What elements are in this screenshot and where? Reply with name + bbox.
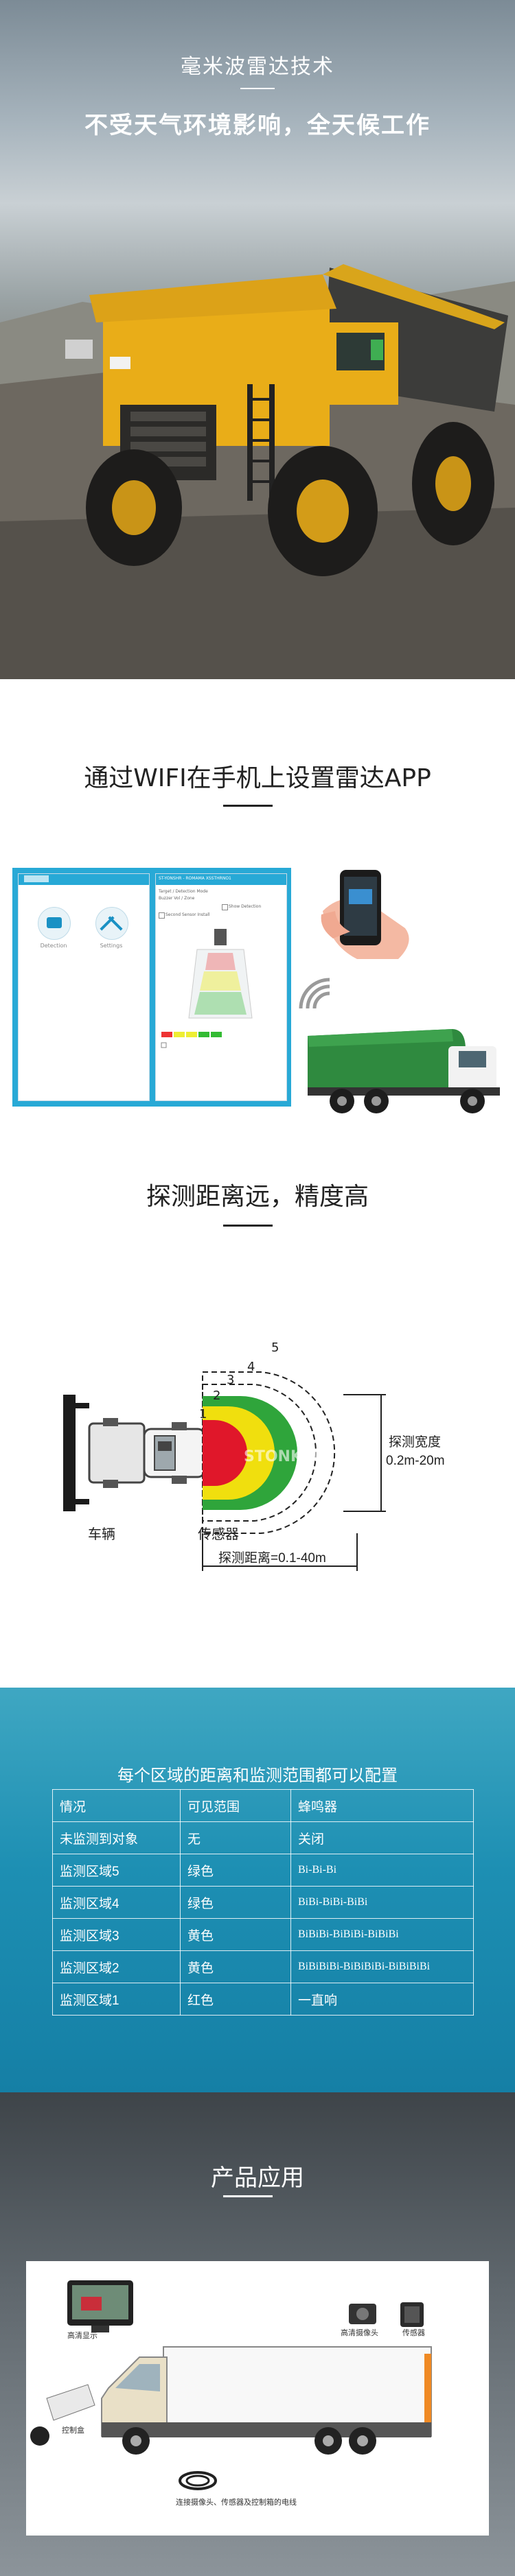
header-situation: 情况	[52, 1789, 181, 1822]
config-row-1: Target / Detection Mode	[159, 889, 208, 894]
config-header: ST-YONSHR - ROMAMA XSSTHRNO1	[159, 876, 231, 881]
product-title-rule	[223, 2195, 273, 2197]
zone-4-outline	[202, 1384, 317, 1522]
table-row: 未监测到对象 无 关闭	[52, 1821, 474, 1854]
settings-label: Settings	[100, 943, 123, 949]
zone-red	[203, 1420, 247, 1486]
hero-section: 毫米波雷达技术 不受天气环境影响，全天候工作	[0, 0, 515, 679]
cable-icon	[179, 2471, 217, 2490]
width-label: 探测宽度	[389, 1434, 441, 1450]
vehicle-body	[88, 1422, 146, 1484]
range-section: 探测距离远，精度高 STONKAM 1 2 3 4 5 探测宽度 0.2m-20…	[0, 1153, 515, 1688]
sensor-device-label: 传感器	[402, 2328, 425, 2337]
width-value: 0.2m-20m	[386, 1454, 445, 1468]
app-heading-rule	[223, 805, 273, 807]
distance-label: 探测距离=0.1-40m	[218, 1550, 326, 1565]
table-row: 监测区域3 黄色 BiBiBi-BiBiBi-BiBiBi	[52, 1918, 474, 1951]
zone-number-5: 5	[271, 1340, 279, 1355]
second-sensor-label: Second Sensor Install	[165, 912, 210, 917]
product-diagram-card: 高清显示 高清摄像头 传感器 控制盒 连接摄像头、传感器及控制箱的电线	[26, 2261, 489, 2536]
controller-label: 控制盒	[62, 2425, 84, 2435]
zone-number-1: 1	[199, 1407, 207, 1421]
range-heading: 探测距离远，精度高	[146, 1183, 369, 1211]
sensor-label: 传感器	[198, 1526, 239, 1542]
zone-number-3: 3	[227, 1373, 234, 1387]
monitor-label: 高清显示	[67, 2330, 98, 2340]
detection-icon[interactable]	[38, 907, 71, 940]
zone-number-4: 4	[247, 1360, 255, 1374]
garbage-truck-illustration	[308, 1029, 500, 1113]
app-section: 通过WIFI在手机上设置雷达APP Detection Settings ST-…	[0, 679, 515, 1153]
hero-subtitle: 不受天气环境影响，全天候工作	[84, 112, 431, 139]
watermark: STONKAM	[244, 1448, 329, 1465]
app-screens-frame: Detection Settings ST-YONSHR - ROMAMA XS…	[12, 868, 291, 1107]
config-row-2: Buzzer Vol / Zone	[159, 896, 195, 901]
vehicle-label: 车辆	[88, 1526, 115, 1542]
product-application-section: 产品应用	[0, 2092, 515, 2576]
row-buzzer: BiBiBi-BiBiBi-BiBiBi	[290, 1918, 474, 1951]
row-buzzer: Bi-Bi-Bi	[290, 1854, 474, 1887]
detection-range-diagram: STONKAM 1 2 3 4 5 探测宽度 0.2m-20m 探测距离=0.1…	[63, 1340, 445, 1571]
row-situation: 未监测到对象	[52, 1821, 181, 1854]
row-visible-range: 黄色	[180, 1918, 291, 1951]
app-screen-home: Detection Settings	[18, 873, 150, 1101]
row-buzzer: 关闭	[290, 1821, 474, 1854]
table-row: 监测区域2 黄色 BiBiBiBi-BiBiBiBi-BiBiBiBi	[52, 1950, 474, 1983]
detection-label: Detection	[40, 943, 67, 949]
zones-title: 每个区域的距离和监测范围都可以配置	[117, 1766, 398, 1785]
row-buzzer: 一直响	[290, 1983, 474, 2016]
range-heading-rule	[223, 1225, 273, 1227]
app-heading: 通过WIFI在手机上设置雷达APP	[84, 764, 431, 792]
phone-in-hand-illustration	[321, 870, 409, 959]
zone-number-2: 2	[213, 1389, 220, 1403]
table-row: 监测区域4 绿色 BiBi-BiBi-BiBi	[52, 1886, 474, 1919]
camera-label: 高清摄像头	[341, 2328, 378, 2337]
table-row: 监测区域5 绿色 Bi-Bi-Bi	[52, 1854, 474, 1887]
wifi-icon	[299, 978, 330, 1009]
row-visible-range: 无	[180, 1821, 291, 1854]
row-visible-range: 黄色	[180, 1950, 291, 1983]
settings-icon[interactable]	[95, 907, 128, 940]
header-visible-range: 可见范围	[180, 1789, 291, 1822]
row-situation: 监测区域5	[52, 1854, 181, 1887]
row-visible-range: 红色	[180, 1983, 291, 2016]
row-visible-range: 绿色	[180, 1854, 291, 1887]
config-zone-preview	[161, 929, 253, 1048]
box-truck	[163, 2346, 432, 2437]
second-sensor-checkbox[interactable]	[159, 912, 165, 919]
app-screen-config: ST-YONSHR - ROMAMA XSSTHRNO1 Target / De…	[155, 873, 287, 1101]
row-buzzer: BiBi-BiBi-BiBi	[290, 1886, 474, 1919]
row-situation: 监测区域3	[52, 1918, 181, 1951]
product-title: 产品应用	[211, 2164, 304, 2192]
product-installation-diagram: 高清显示 高清摄像头 传感器 控制盒 连接摄像头、传感器及控制箱的电线	[30, 2280, 432, 2507]
mining-truck-photo	[0, 264, 515, 679]
row-situation: 监测区域4	[52, 1886, 181, 1919]
hero-title: 毫米波雷达技术	[181, 55, 334, 79]
table-row: 监测区域1 红色 一直响	[52, 1983, 474, 2016]
zones-table: 情况 可见范围 蜂鸣器 未监测到对象 无 关闭 监测区域5 绿色 Bi-Bi-B…	[52, 1789, 474, 2016]
show-detection-checkbox[interactable]	[222, 904, 228, 910]
row-situation: 监测区域2	[52, 1950, 181, 1983]
hero-divider	[240, 88, 275, 89]
row-buzzer: BiBiBiBi-BiBiBiBi-BiBiBiBi	[290, 1950, 474, 1983]
row-visible-range: 绿色	[180, 1886, 291, 1919]
vehicle-bumper	[63, 1395, 76, 1511]
zones-table-header: 情况 可见范围 蜂鸣器	[52, 1789, 474, 1822]
cable-label: 连接摄像头、传感器及控制箱的电线	[176, 2497, 297, 2507]
controller-box-icon	[46, 2384, 95, 2421]
zones-section: 每个区域的距离和监测范围都可以配置 情况 可见范围 蜂鸣器 未监测到对象 无 关…	[0, 1688, 515, 2092]
row-situation: 监测区域1	[52, 1983, 181, 2016]
show-detection-label: Show Detection	[229, 904, 262, 909]
app-home-tab[interactable]	[24, 875, 49, 882]
header-buzzer: 蜂鸣器	[290, 1789, 474, 1822]
zone-5-outline	[202, 1371, 336, 1534]
